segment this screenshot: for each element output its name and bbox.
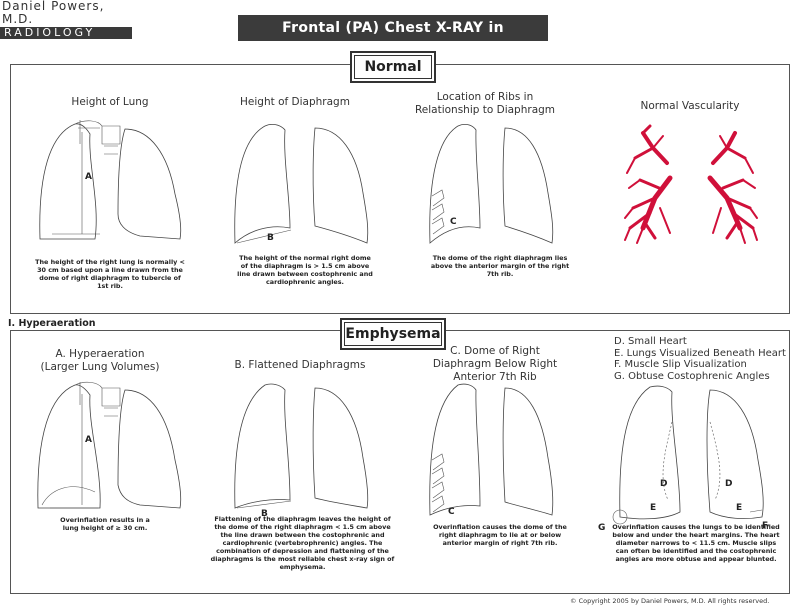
normal-section-label: Normal: [350, 51, 436, 83]
emph-caption-hyperaeration: Overinflation results in a lung height o…: [60, 516, 150, 532]
emph-marker-b: B: [261, 509, 268, 519]
normal-diaphragm-height-diagram: B: [234, 123, 369, 244]
emph-marker-c: C: [448, 507, 455, 517]
page-title: Frontal (PA) Chest X-RAY in Emphysema: [238, 15, 548, 62]
emph-caption-flattened: Flattening of the diaphragm leaves the h…: [210, 515, 395, 571]
normal-marker-b: B: [267, 233, 274, 243]
emph-marker-a: A: [85, 435, 92, 445]
emph-caption-heart: Overinflation causes the lungs to be ide…: [612, 523, 780, 563]
brand-logo: Daniel Powers, M.D. RADIOLOGY: [0, 0, 140, 39]
emph-heading-muscle-slip: F. Muscle Slip Visualization: [614, 359, 747, 370]
normal-marker-a: A: [85, 172, 92, 182]
emph-marker-e-right: E: [650, 503, 656, 513]
emph-heading-lungs-beneath-heart: E. Lungs Visualized Beneath Heart: [614, 347, 786, 359]
emph-heart-diagram: D D E E F G: [598, 385, 768, 533]
emph-heading-hyperaeration: A. Hyperaeration (Larger Lung Volumes): [40, 348, 160, 373]
normal-heading-diaphragm-height: Height of Diaphragm: [240, 96, 350, 108]
emphysema-section-label: Emphysema: [340, 318, 446, 350]
emph-heading-dome: C. Dome of Right Diaphragm Below Right A…: [432, 345, 558, 383]
normal-heading-ribs-location: Location of Ribs in Relationship to Diap…: [414, 91, 556, 116]
vasculature-right: [624, 124, 673, 244]
copyright-notice: © Copyright 2005 by Daniel Powers, M.D. …: [570, 597, 770, 605]
emph-heading-obtuse-angles: G. Obtuse Costophrenic Angles: [614, 370, 770, 382]
emph-dome-diagram: C: [429, 383, 554, 517]
normal-lung-height-diagram: A: [39, 120, 182, 240]
emph-hyperaeration-diagram: A: [37, 381, 182, 509]
section-hyperaeration: I. Hyperaeration: [8, 318, 96, 329]
emph-flattened-diagram: B: [234, 383, 369, 519]
emph-caption-dome: Overinflation causes the dome of the rig…: [433, 523, 567, 547]
normal-caption-diaphragm-height: The height of the normal right dome of t…: [237, 254, 373, 286]
emph-marker-d-left: D: [725, 479, 732, 489]
brand-dept: RADIOLOGY: [0, 27, 132, 39]
emph-heading-flattened: B. Flattened Diaphragms: [234, 359, 366, 371]
emph-heading-small-heart: D. Small Heart: [614, 336, 687, 347]
normal-ribs-diagram: C: [429, 123, 554, 244]
emph-marker-f: F: [762, 521, 768, 531]
emph-marker-d-right: D: [660, 479, 667, 489]
vasculature-left: [707, 131, 758, 244]
normal-vascularity-diagram: [624, 124, 758, 244]
emph-marker-e-left: E: [736, 503, 742, 513]
brand-name: Daniel Powers, M.D.: [2, 0, 105, 26]
emph-marker-g: G: [598, 523, 605, 533]
normal-caption-ribs: The dome of the right diaphragm lies abo…: [430, 254, 570, 278]
normal-caption-lung-height: The height of the right lung is normally…: [35, 258, 185, 290]
emph-heading-list: D. Small Heart E. Lungs Visualized Benea…: [614, 336, 786, 382]
normal-heading-lung-height: Height of Lung: [71, 96, 149, 108]
normal-heading-vascularity: Normal Vascularity: [640, 100, 740, 112]
normal-marker-c: C: [450, 217, 457, 227]
